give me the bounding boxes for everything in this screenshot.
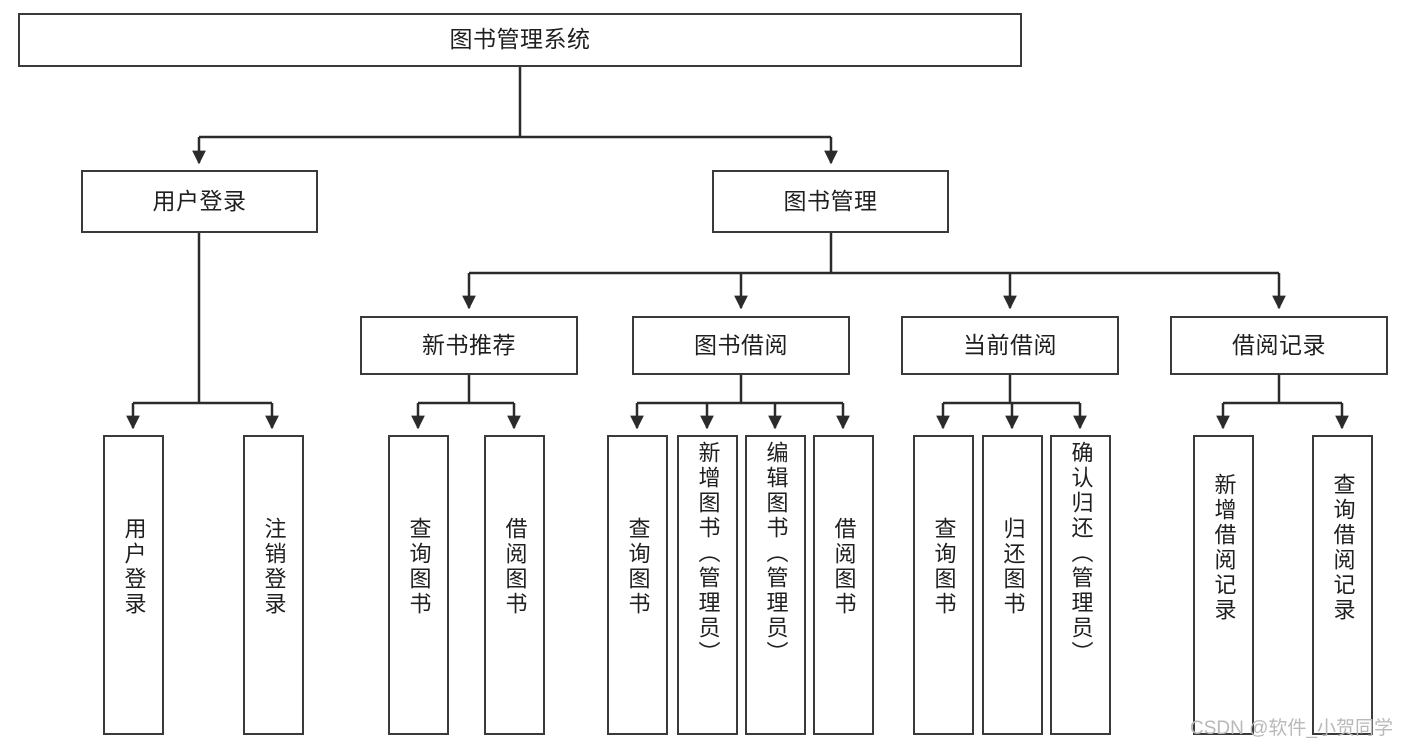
node-current-borrow[interactable]: 当前借阅: [901, 316, 1119, 375]
leaf-add-borrow-record[interactable]: 新增借阅记录: [1193, 435, 1254, 735]
node-label: 编辑图书（管理员）: [763, 441, 789, 666]
node-label: 借阅记录: [1232, 331, 1326, 358]
node-label: 新增图书（管理员）: [695, 441, 721, 666]
node-label: 用户登录: [152, 187, 247, 214]
node-user-login[interactable]: 用户登录: [81, 170, 318, 233]
node-new-book-recommend[interactable]: 新书推荐: [360, 316, 578, 375]
node-label: 查询图书: [625, 517, 651, 617]
leaf-borrow-book-recommend[interactable]: 借阅图书: [484, 435, 545, 735]
node-label: 归还图书: [1000, 517, 1026, 617]
node-book-borrow[interactable]: 图书借阅: [632, 316, 850, 375]
leaf-user-login[interactable]: 用户登录: [103, 435, 164, 735]
leaf-confirm-return-admin[interactable]: 确认归还（管理员）: [1050, 435, 1111, 735]
node-root-system[interactable]: 图书管理系统: [18, 13, 1022, 67]
node-label: 注销登录: [261, 517, 287, 617]
leaf-query-book-current[interactable]: 查询图书: [913, 435, 974, 735]
node-label: 借阅图书: [831, 517, 857, 617]
node-label: 新书推荐: [422, 331, 516, 358]
node-label: 查询借阅记录: [1330, 473, 1356, 623]
leaf-query-book-borrow[interactable]: 查询图书: [607, 435, 668, 735]
leaf-return-book[interactable]: 归还图书: [982, 435, 1043, 735]
node-label: 当前借阅: [963, 331, 1057, 358]
node-label: 用户登录: [121, 517, 147, 617]
node-label: 查询图书: [406, 517, 432, 617]
leaf-edit-book-admin[interactable]: 编辑图书（管理员）: [745, 435, 806, 735]
node-label: 图书管理系统: [449, 26, 591, 53]
node-label: 借阅图书: [502, 517, 528, 617]
leaf-borrow-book-borrow[interactable]: 借阅图书: [813, 435, 874, 735]
node-label: 查询图书: [931, 517, 957, 617]
node-book-manage[interactable]: 图书管理: [712, 170, 949, 233]
node-label: 图书管理: [783, 187, 878, 214]
node-label: 新增借阅记录: [1211, 473, 1237, 623]
node-label: 确认归还（管理员）: [1068, 441, 1094, 666]
node-label: 图书借阅: [694, 331, 788, 358]
leaf-query-book-recommend[interactable]: 查询图书: [388, 435, 449, 735]
csdn-watermark: CSDN @软件_小贺同学: [1190, 718, 1393, 739]
leaf-logout[interactable]: 注销登录: [243, 435, 304, 735]
node-borrow-record[interactable]: 借阅记录: [1170, 316, 1388, 375]
leaf-query-borrow-record[interactable]: 查询借阅记录: [1312, 435, 1373, 735]
leaf-add-book-admin[interactable]: 新增图书（管理员）: [677, 435, 738, 735]
